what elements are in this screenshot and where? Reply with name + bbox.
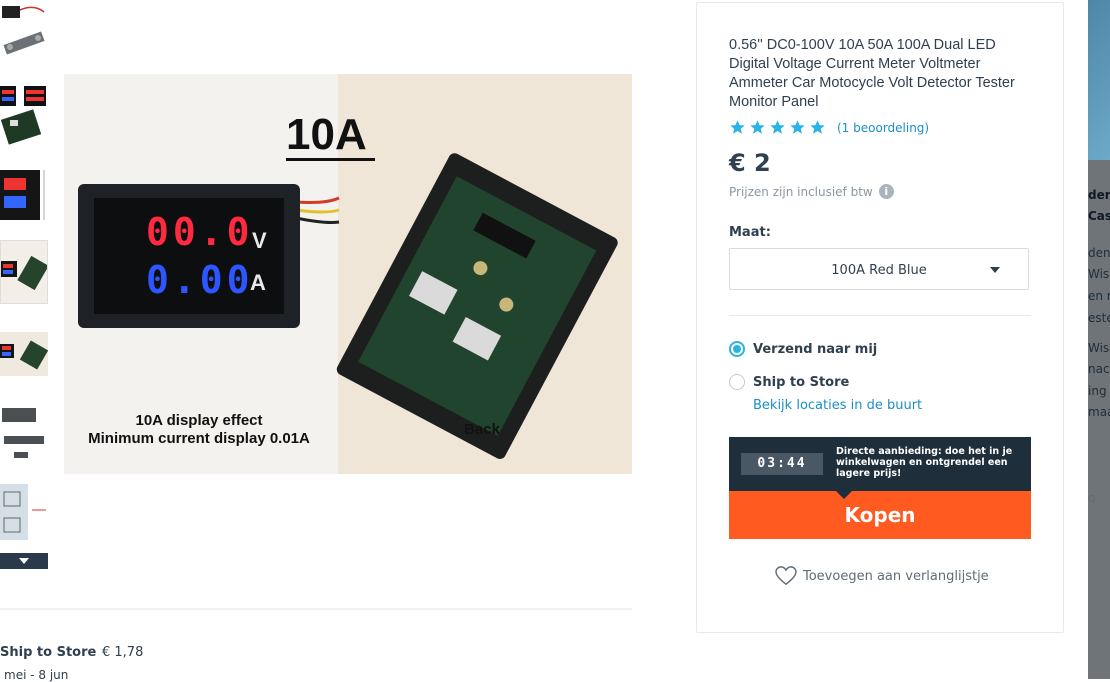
vat-note-text: Prijzen zijn inclusief btw bbox=[729, 184, 873, 199]
thumbnail-scroll-down-button[interactable] bbox=[0, 553, 48, 569]
overlay-text: ing bbox=[1088, 384, 1107, 398]
radio-ship-to-store-label[interactable]: Ship to Store bbox=[753, 375, 850, 390]
image-title-underline bbox=[286, 158, 375, 161]
deal-timer: 03:44 bbox=[741, 453, 823, 475]
thumbnail-3[interactable] bbox=[0, 160, 48, 232]
size-select-value: 100A Red Blue bbox=[831, 263, 927, 278]
image-caption-left: 10A display effect Minimum current displ… bbox=[88, 412, 310, 447]
panel-divider bbox=[729, 315, 1031, 316]
wishlist-button[interactable]: Toevoegen aan verlanglijstje bbox=[775, 566, 989, 586]
info-icon[interactable]: i bbox=[878, 184, 894, 199]
overlay-text: Cash bbox=[1088, 209, 1110, 223]
ship-to-store-row: Ship to Store € 1,78 bbox=[0, 645, 143, 660]
overlay-text: este bbox=[1088, 311, 1110, 325]
overlay-text: Wis bbox=[1088, 267, 1110, 281]
product-price: € 2 bbox=[729, 149, 771, 177]
deal-pointer bbox=[836, 491, 852, 499]
star-icon bbox=[810, 120, 825, 134]
deal-text: Directe aanbieding: doe het in je winkel… bbox=[836, 446, 1013, 479]
product-title: 0.56'' DC0-100V 10A 50A 100A Dual LED Di… bbox=[729, 37, 1015, 110]
overlay-banner bbox=[1088, 0, 1110, 160]
ship-date-range: mei - 8 jun bbox=[4, 668, 69, 682]
nearby-locations-link[interactable]: Bekijk locaties in de buurt bbox=[753, 398, 923, 413]
image-caption-right: Back bbox=[464, 421, 500, 438]
thumbnail-strip bbox=[0, 0, 48, 570]
overlay-text: q bbox=[1088, 491, 1096, 505]
thumbnail-7[interactable] bbox=[0, 480, 48, 544]
overlay-text: Wis bbox=[1088, 341, 1110, 355]
thumbnail-1[interactable] bbox=[0, 0, 48, 62]
size-label: Maat: bbox=[729, 225, 771, 240]
overlay-text: nac bbox=[1088, 362, 1110, 376]
overlay-text: en r bbox=[1088, 289, 1110, 303]
star-icon bbox=[770, 120, 785, 134]
heart-icon bbox=[775, 566, 797, 586]
review-count-link[interactable]: (1 beoordeling) bbox=[837, 121, 930, 135]
voltage-reading: 00.0 bbox=[146, 210, 254, 254]
size-select[interactable]: 100A Red Blue bbox=[729, 248, 1029, 290]
wishlist-label: Toevoegen aan verlanglijstje bbox=[803, 568, 989, 584]
image-title: 10A bbox=[286, 110, 367, 159]
section-divider bbox=[0, 608, 632, 610]
deal-banner: 03:44 Directe aanbieding: doe het in je … bbox=[729, 437, 1031, 491]
thumbnail-2[interactable] bbox=[0, 80, 48, 146]
unit-a: A bbox=[250, 270, 266, 295]
vat-note: Prijzen zijn inclusief btw i bbox=[729, 184, 894, 199]
buy-button[interactable]: Kopen bbox=[729, 491, 1031, 539]
star-icon bbox=[790, 120, 805, 134]
thumbnail-6[interactable] bbox=[0, 404, 48, 466]
product-info-panel: 0.56'' DC0-100V 10A 50A 100A Dual LED Di… bbox=[696, 2, 1064, 633]
overlay-text: den bbox=[1088, 246, 1110, 260]
ship-to-store-price: € 1,78 bbox=[102, 645, 144, 660]
overlay-text: maa bbox=[1088, 405, 1110, 419]
radio-ship-to-store[interactable] bbox=[729, 374, 745, 390]
chevron-down-icon bbox=[990, 267, 1000, 273]
star-icon bbox=[730, 120, 745, 134]
radio-ship-to-me-label[interactable]: Verzend naar mij bbox=[753, 342, 878, 357]
ship-to-store-label: Ship to Store bbox=[0, 645, 97, 660]
current-reading: 0.00 bbox=[146, 258, 254, 302]
star-icon bbox=[750, 120, 765, 134]
main-product-image[interactable]: 10A 00.0 V 0.00 A 10A display effect Min… bbox=[64, 74, 632, 474]
chevron-down-icon bbox=[19, 558, 29, 564]
thumbnail-4[interactable] bbox=[0, 240, 48, 304]
overlay-text: den bbox=[1088, 188, 1110, 202]
radio-ship-to-me[interactable] bbox=[729, 341, 745, 357]
side-overlay bbox=[1088, 0, 1110, 679]
unit-v: V bbox=[252, 228, 267, 253]
thumbnail-5[interactable] bbox=[0, 332, 48, 376]
rating-stars bbox=[729, 119, 826, 136]
